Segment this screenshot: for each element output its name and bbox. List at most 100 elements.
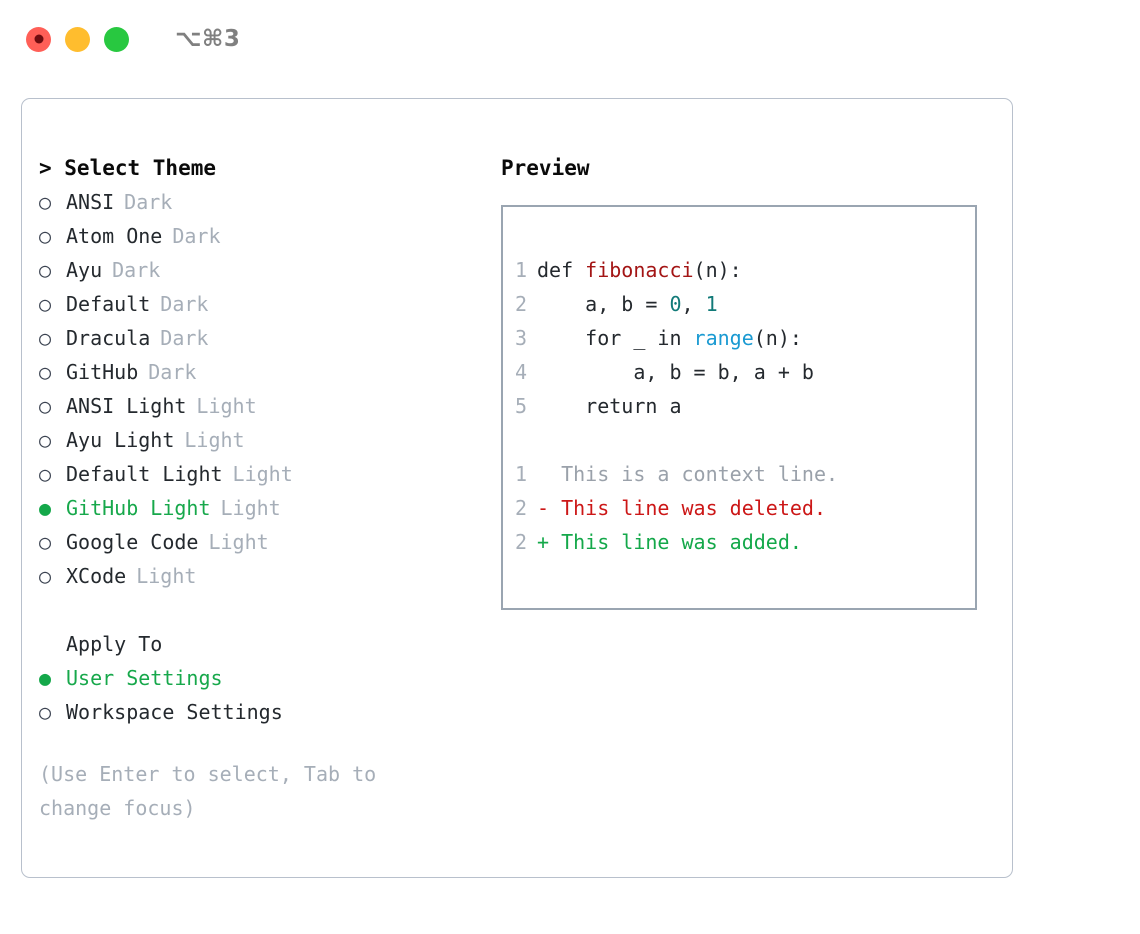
line-number: 5 bbox=[514, 394, 527, 418]
traffic-light-buttons bbox=[26, 26, 129, 52]
radio-unselected-icon[interactable]: ○ bbox=[39, 462, 52, 486]
theme-name-label: Dracula bbox=[66, 326, 151, 350]
radio-unselected-icon[interactable]: ○ bbox=[39, 530, 52, 554]
code-line-content: a, b = 0, 1 bbox=[537, 287, 718, 321]
code-token: (n): bbox=[693, 258, 742, 282]
code-line: 3 for _ in range(n): bbox=[503, 321, 975, 355]
theme-list-item[interactable]: ○ Dracula Dark bbox=[39, 321, 479, 355]
theme-list-item[interactable]: ○ ANSI Light Light bbox=[39, 389, 479, 423]
code-token: , bbox=[681, 292, 706, 316]
apply-to-item[interactable]: ○ Workspace Settings bbox=[39, 695, 479, 729]
theme-variant-tag: Dark bbox=[172, 224, 221, 248]
apply-to-list[interactable]: ●User Settings ○ Workspace Settings bbox=[39, 661, 479, 729]
radio-unselected-icon[interactable]: ○ bbox=[39, 360, 52, 384]
diff-line: 1 This is a context line. bbox=[503, 457, 975, 491]
theme-name-label: GitHub Light bbox=[66, 496, 211, 520]
radio-unselected-icon[interactable]: ○ bbox=[39, 326, 52, 350]
minimize-window-icon[interactable] bbox=[65, 26, 90, 52]
theme-list-item[interactable]: ● GitHub Light Light bbox=[39, 491, 479, 525]
radio-unselected-icon[interactable]: ○ bbox=[39, 564, 52, 588]
diff-line-text: This is a context line. bbox=[561, 462, 839, 486]
radio-unselected-icon[interactable]: ○ bbox=[39, 428, 52, 452]
spacer bbox=[39, 593, 479, 627]
radio-unselected-icon[interactable]: ○ bbox=[39, 700, 52, 724]
diff-line-text: This line was deleted. bbox=[561, 496, 826, 520]
diff-marker: + bbox=[537, 530, 562, 554]
theme-name-label: Ayu bbox=[66, 258, 103, 282]
line-number: 1 bbox=[514, 258, 527, 282]
diff-marker: - bbox=[537, 496, 562, 520]
radio-unselected-icon[interactable]: ○ bbox=[39, 190, 52, 214]
theme-variant-tag: Dark bbox=[124, 190, 173, 214]
theme-variant-tag: Dark bbox=[160, 292, 209, 316]
radio-selected-icon[interactable]: ● bbox=[39, 666, 52, 690]
theme-list-item[interactable]: ○ Atom One Dark bbox=[39, 219, 479, 253]
code-line-content: for _ in range(n): bbox=[537, 321, 802, 355]
code-line-content: a, b = b, a + b bbox=[537, 355, 814, 389]
code-token: 1 bbox=[705, 292, 718, 316]
theme-name-label: GitHub bbox=[66, 360, 139, 384]
code-token: range bbox=[693, 326, 754, 350]
theme-name-label: Default bbox=[66, 292, 151, 316]
theme-variant-tag: Dark bbox=[160, 326, 209, 350]
code-token: fibonacci bbox=[585, 258, 694, 282]
theme-variant-tag: Light bbox=[196, 394, 257, 418]
diff-line: 2+ This line was added. bbox=[503, 525, 975, 559]
code-line: 5 return a bbox=[503, 389, 975, 423]
code-line: 4 a, b = b, a + b bbox=[503, 355, 975, 389]
theme-variant-tag: Light bbox=[220, 496, 281, 520]
theme-variant-tag: Light bbox=[232, 462, 293, 486]
theme-name-label: Atom One bbox=[66, 224, 163, 248]
diff-line: 2- This line was deleted. bbox=[503, 491, 975, 525]
line-number: 4 bbox=[514, 360, 527, 384]
maximize-window-icon[interactable] bbox=[104, 26, 129, 52]
theme-variant-tag: Light bbox=[136, 564, 197, 588]
line-number: 1 bbox=[514, 462, 527, 486]
line-number: 3 bbox=[514, 326, 527, 350]
close-window-icon[interactable] bbox=[26, 26, 51, 52]
theme-variant-tag: Light bbox=[184, 428, 245, 452]
radio-unselected-icon[interactable]: ○ bbox=[39, 292, 52, 316]
theme-list-item[interactable]: ○ XCode Light bbox=[39, 559, 479, 593]
radio-unselected-icon[interactable]: ○ bbox=[39, 394, 52, 418]
preview-header: Preview bbox=[501, 156, 590, 180]
theme-list-item[interactable]: ○ GitHub Dark bbox=[39, 355, 479, 389]
diff-snippet: 1 This is a context line.2- This line wa… bbox=[503, 457, 975, 559]
code-token: return a bbox=[537, 394, 682, 418]
code-line-content: def fibonacci(n): bbox=[537, 253, 742, 287]
code-token: for _ in bbox=[537, 326, 694, 350]
theme-list-item[interactable]: ○ ANSI Dark bbox=[39, 185, 479, 219]
code-line-content: return a bbox=[537, 389, 682, 423]
diff-marker bbox=[537, 457, 561, 491]
radio-unselected-icon[interactable]: ○ bbox=[39, 258, 52, 282]
theme-name-label: Google Code bbox=[66, 530, 199, 554]
radio-selected-icon[interactable]: ● bbox=[39, 496, 52, 520]
line-number: 2 bbox=[514, 292, 527, 316]
code-line: 2 a, b = 0, 1 bbox=[503, 287, 975, 321]
code-token: a, b = b, a + b bbox=[537, 360, 814, 384]
apply-to-label: Workspace Settings bbox=[66, 700, 283, 724]
code-token: def bbox=[537, 258, 586, 282]
theme-list-item[interactable]: ○ Default Dark bbox=[39, 287, 479, 321]
code-token: a, b = bbox=[537, 292, 670, 316]
keyboard-shortcut-label: ⌥⌘3 bbox=[175, 26, 241, 52]
line-number: 2 bbox=[514, 496, 527, 520]
theme-variant-tag: Dark bbox=[148, 360, 197, 384]
theme-list-item[interactable]: ○ Ayu Dark bbox=[39, 253, 479, 287]
radio-unselected-icon[interactable]: ○ bbox=[39, 224, 52, 248]
theme-name-label: ANSI Light bbox=[66, 394, 187, 418]
code-diff-gap bbox=[503, 423, 975, 457]
keyboard-hint-text: (Use Enter to select, Tab to change focu… bbox=[39, 762, 377, 820]
theme-name-label: XCode bbox=[66, 564, 127, 588]
theme-variant-tag: Dark bbox=[112, 258, 161, 282]
apply-to-item[interactable]: ●User Settings bbox=[39, 661, 479, 695]
theme-name-label: ANSI bbox=[66, 190, 115, 214]
